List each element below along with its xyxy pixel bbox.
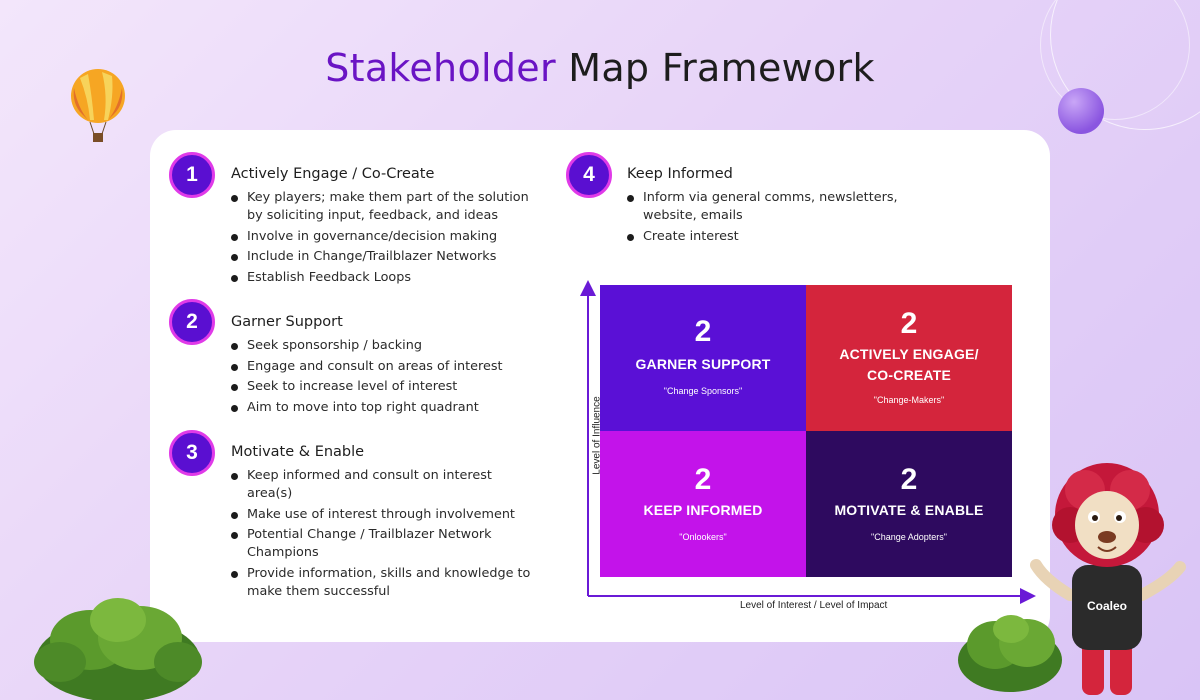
quadrant-label: GARNER SUPPORT [635, 356, 771, 372]
plant-left-icon [34, 598, 202, 700]
list-item: Inform via general comms, newsletters, w… [627, 189, 917, 225]
section-4-badge: 4 [566, 152, 612, 198]
quadrant-label: ACTIVELY ENGAGE/ CO-CREATE [839, 346, 979, 383]
section-1-badge: 1 [169, 152, 215, 198]
list-item: Include in Change/Trailblazer Networks [231, 248, 546, 266]
list-item: Seek to increase level of interest [231, 378, 546, 396]
quadrant-label: MOTIVATE & ENABLE [834, 502, 984, 518]
list-item: Engage and consult on areas of interest [231, 358, 546, 376]
lion-mascot-icon: Coaleo [1030, 463, 1186, 695]
quadrant-sub: "Change-Makers" [873, 395, 945, 405]
list-item: Keep informed and consult on interest ar… [231, 467, 531, 503]
section-3-bullets: Keep informed and consult on interest ar… [231, 467, 531, 603]
hot-air-balloon-icon [71, 69, 125, 142]
plant-right-icon [958, 615, 1062, 692]
list-item: Create interest [627, 228, 917, 246]
mascot-shirt-text: Coaleo [1087, 599, 1127, 613]
section-2-heading: Garner Support [231, 314, 343, 330]
page-title: Stakeholder Map Framework [0, 46, 1200, 90]
quadrant-label: KEEP INFORMED [643, 502, 763, 518]
title-accent: Stakeholder [325, 46, 556, 90]
section-3-heading: Motivate & Enable [231, 444, 365, 460]
section-4-heading: Keep Informed [627, 166, 733, 182]
section-2-badge: 2 [169, 299, 215, 345]
section-2-bullets: Seek sponsorship / backing Engage and co… [231, 337, 546, 419]
list-item: Potential Change / Trailblazer Network C… [231, 526, 531, 562]
section-1-heading: Actively Engage / Co-Create [231, 166, 435, 182]
section-1-bullets: Key players; make them part of the solut… [231, 189, 546, 289]
list-item: Establish Feedback Loops [231, 269, 546, 287]
quadrant-sub: "Onlookers" [679, 532, 727, 542]
list-item: Key players; make them part of the solut… [231, 189, 546, 225]
list-item: Seek sponsorship / backing [231, 337, 546, 355]
quadrant-sub: "Change Adopters" [871, 532, 947, 542]
section-4-bullets: Inform via general comms, newsletters, w… [627, 189, 917, 248]
quadrant-number: 2 [900, 307, 918, 340]
framework-card: 1 Actively Engage / Co-Create Key player… [150, 130, 1050, 642]
quadrant-number: 2 [694, 315, 712, 348]
decorative-sphere [1058, 88, 1104, 134]
section-3-badge: 3 [169, 430, 215, 476]
quadrant-sub: "Change Sponsors" [663, 386, 743, 396]
quadrant-actively-engage: 2 ACTIVELY ENGAGE/ CO-CREATE "Change-Mak… [806, 285, 1012, 431]
list-item: Aim to move into top right quadrant [231, 399, 546, 417]
quadrant-number: 2 [900, 463, 918, 496]
matrix-axes [580, 280, 1036, 604]
quadrant-motivate-enable: 2 MOTIVATE & ENABLE "Change Adopters" [806, 431, 1012, 577]
title-rest: Map Framework [555, 46, 875, 90]
quadrant-number: 2 [694, 463, 712, 496]
list-item: Involve in governance/decision making [231, 228, 546, 246]
quadrant-garner-support: 2 GARNER SUPPORT "Change Sponsors" [600, 285, 806, 431]
x-axis-label: Level of Interest / Level of Impact [740, 600, 888, 611]
list-item: Provide information, skills and knowledg… [231, 565, 531, 601]
quadrant-keep-informed: 2 KEEP INFORMED "Onlookers" [600, 431, 806, 577]
list-item: Make use of interest through involvement [231, 506, 531, 524]
